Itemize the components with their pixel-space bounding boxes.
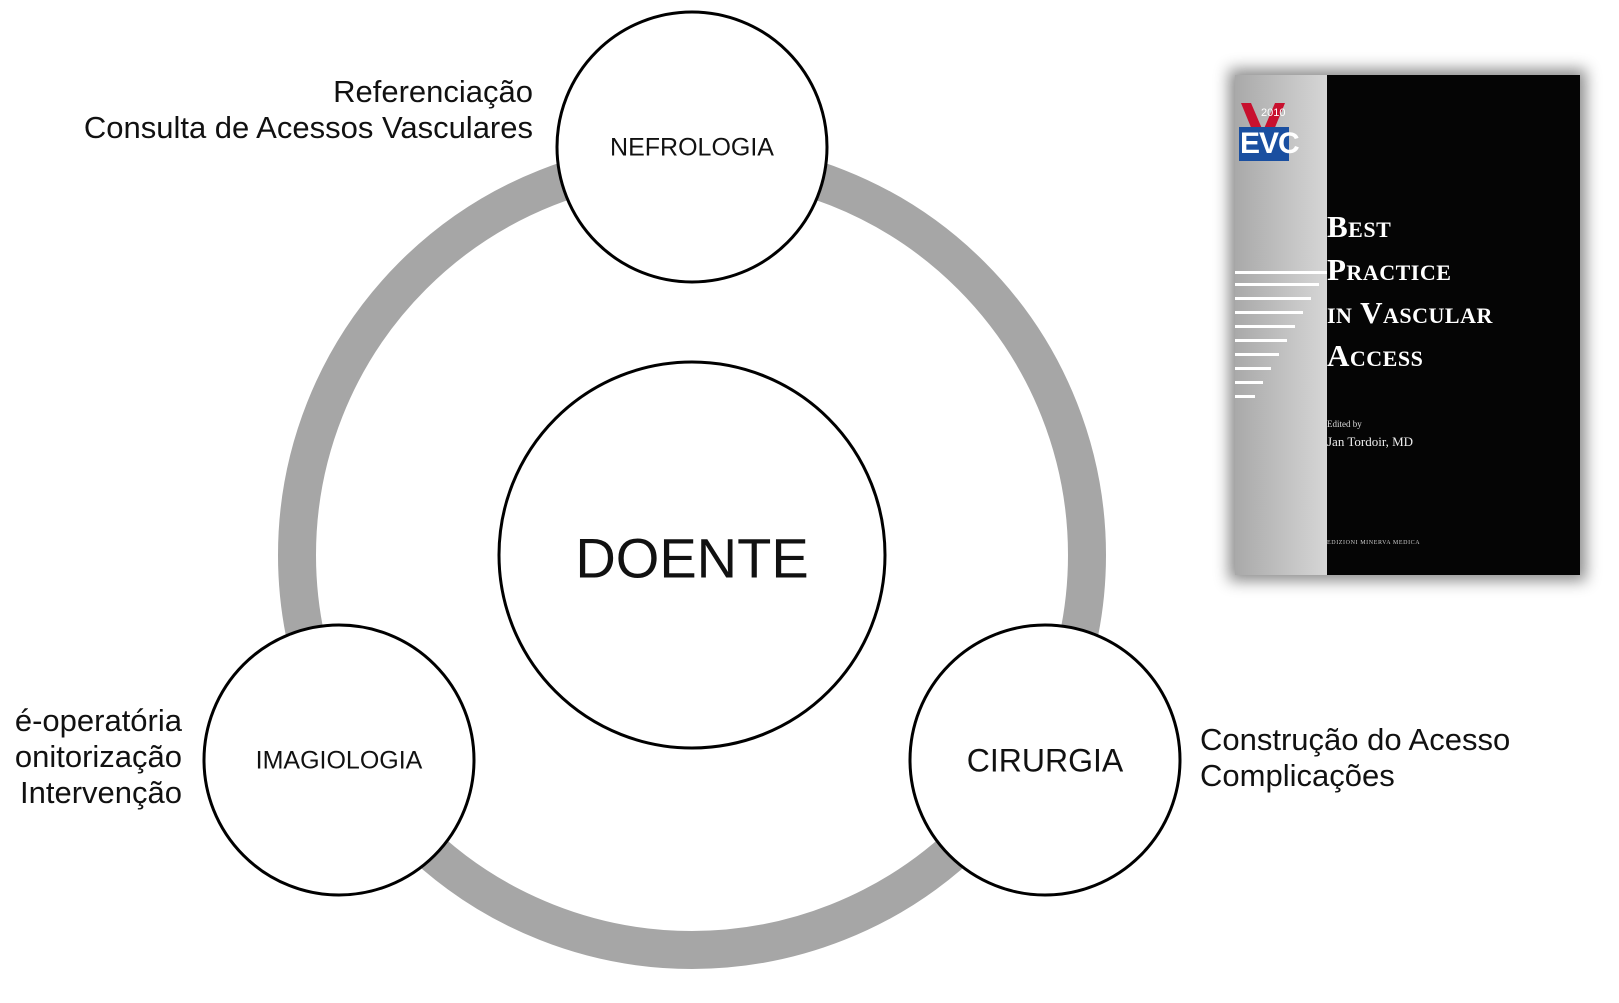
book-stripe [1235,297,1311,300]
nefrologia-note: Referenciação [333,74,533,109]
book-title-line: Best [1327,209,1392,244]
evc-logo-letters: EVC [1240,127,1300,160]
book-stripe [1235,339,1287,342]
book-stripe [1235,395,1255,398]
center-circle [497,360,887,750]
nefrologia-label: NEFROLOGIA [610,133,774,162]
imagiologia-label: IMAGIOLOGIA [255,746,423,775]
book-stripe [1235,381,1263,384]
imagiologia-note: é-operatória [14,703,182,738]
book-stripe [1235,353,1279,356]
book-stripe [1235,325,1295,328]
book-title: Best Practice in Vascular Access [1327,205,1493,377]
nefrologia-note: Consulta de Acessos Vasculares [83,110,533,145]
center-label: DOENTE [575,526,809,590]
book-stripe [1235,283,1319,286]
imagiologia-note: Intervenção [20,775,182,810]
cirurgia-note: Complicações [1200,758,1395,793]
evc-logo-year: 2010 [1261,107,1286,119]
book-stripe [1235,367,1271,370]
evc-logo-v-shape [1241,103,1285,147]
book-publisher: EDIZIONI MINERVA MEDICA [1327,540,1421,546]
imagiologia-note: onitorização [14,739,182,774]
cirurgia-notes: Construção do Acesso Complicações [1200,722,1510,794]
book-title-line: in Vascular [1327,295,1493,330]
imagiologia-notes: é-operatória onitorização Intervenção [15,703,182,811]
book-stripe [1235,311,1303,314]
nefrologia-circle [555,10,829,284]
cirurgia-circle [908,623,1182,897]
book-stripe [1235,271,1327,274]
evc-logo: EVC 2010 [1237,103,1300,161]
imagiologia-circle [202,623,476,897]
book-edited-by: Edited by [1327,419,1362,429]
cirurgia-label: CIRURGIA [966,742,1124,779]
evc-logo-block [1239,127,1289,161]
book-title-line: Access [1327,338,1424,373]
book-title-line: Practice [1327,252,1452,287]
nefrologia-notes: Referenciação Consulta de Acessos Vascul… [84,74,533,146]
book-editor: Jan Tordoir, MD [1327,434,1414,449]
cirurgia-note: Construção do Acesso [1200,722,1511,757]
book-cover: EVC 2010 Best Practice in Vascular Acces… [1235,75,1580,575]
